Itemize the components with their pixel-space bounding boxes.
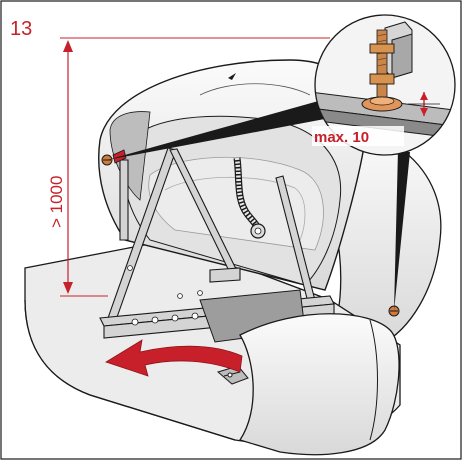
hose — [233, 157, 266, 239]
height-dimension — [60, 37, 330, 297]
curved-arrow-left-icon — [105, 339, 243, 377]
callout-label-background — [312, 126, 404, 146]
callout-leader-left — [107, 100, 330, 160]
zoom-callout — [314, 14, 456, 156]
hinge-left — [112, 149, 127, 164]
step-number: 13 — [10, 18, 32, 40]
front-shell — [238, 313, 400, 456]
callout-leader-right — [394, 150, 410, 311]
height-dimension-label: > 1000 — [47, 176, 66, 228]
callout-label: max. 10 — [314, 129, 369, 146]
